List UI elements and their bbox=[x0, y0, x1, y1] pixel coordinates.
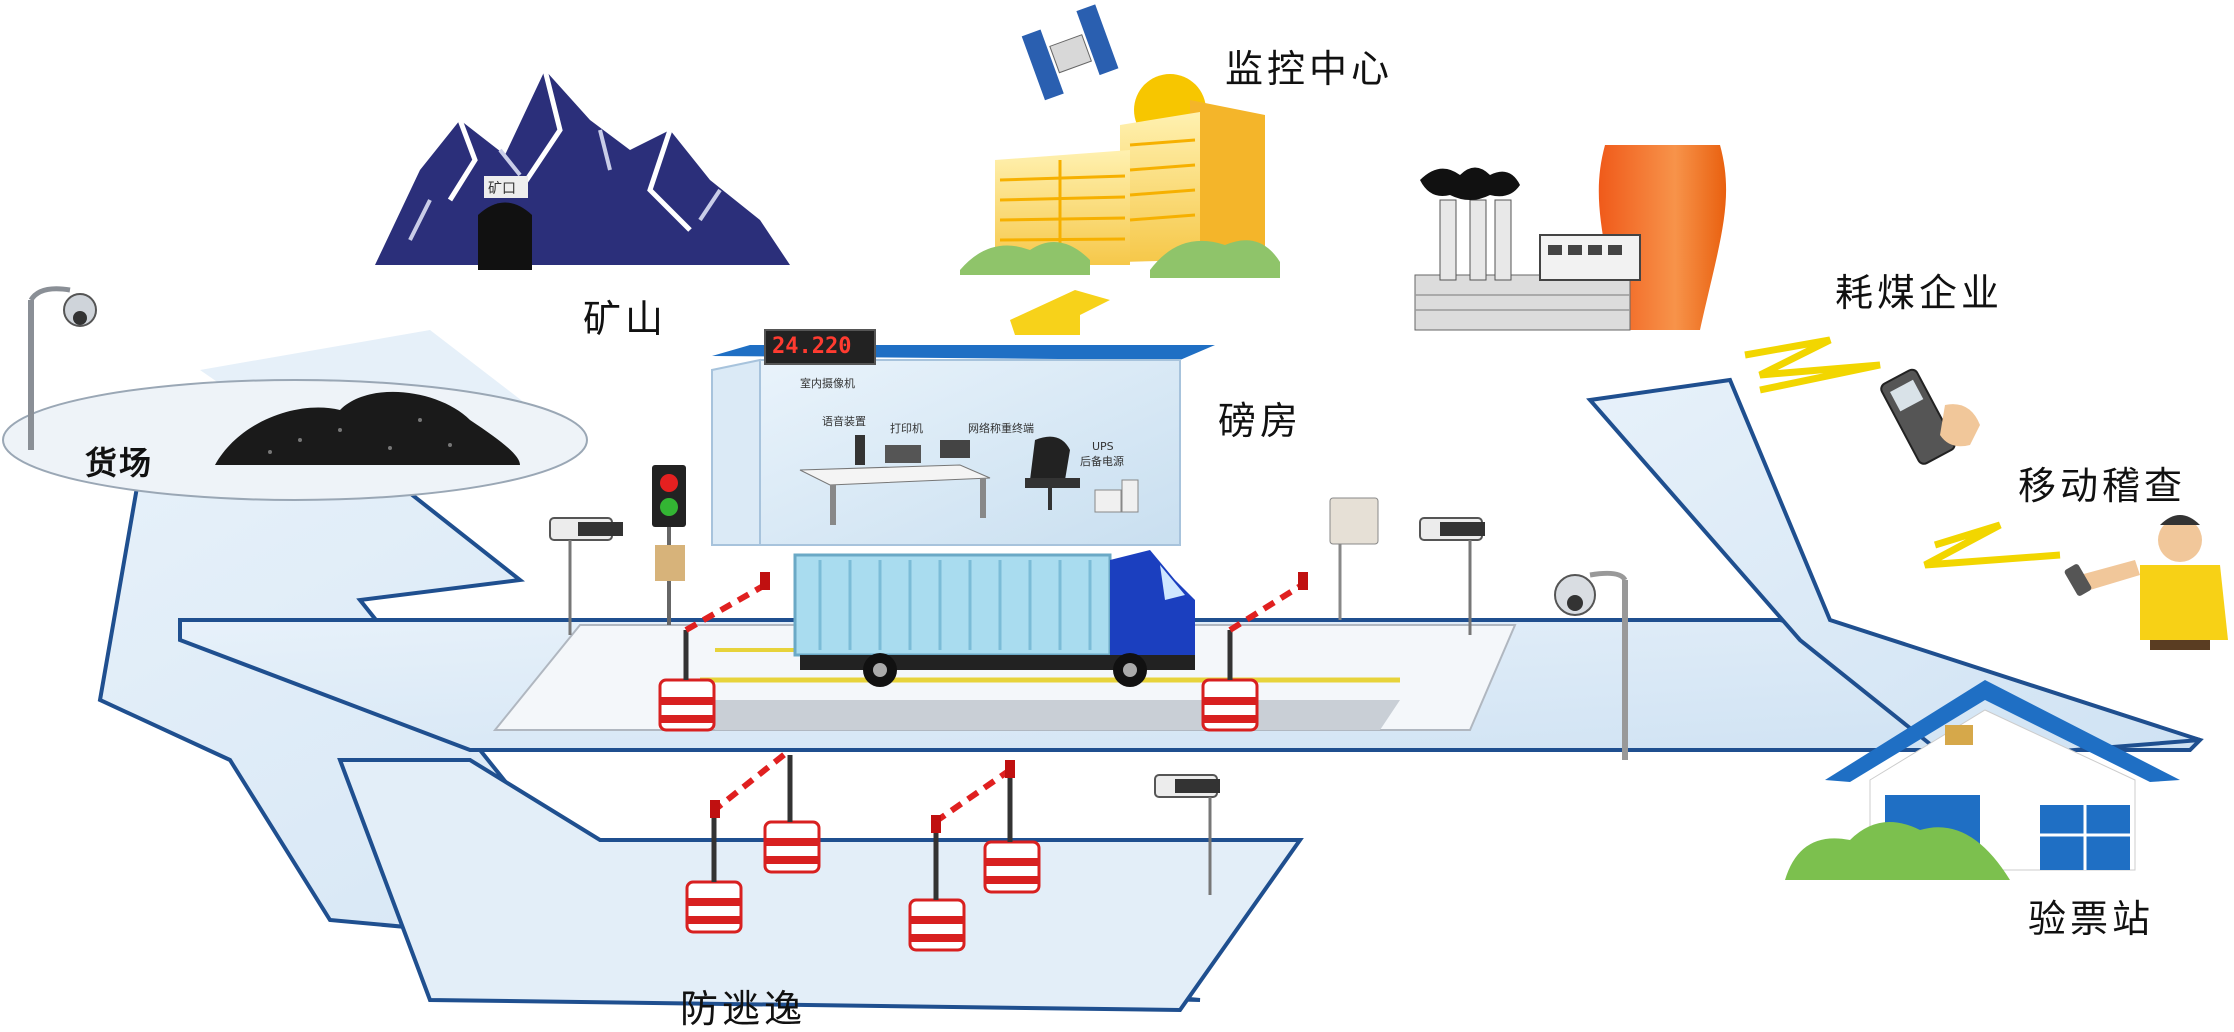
indoor-camera-label: 室内摄像机 bbox=[800, 377, 855, 390]
label-monitor-center: 监控中心 bbox=[1225, 47, 1394, 91]
camera-bottom bbox=[1154, 774, 1220, 895]
traffic-light bbox=[652, 465, 686, 625]
monitor-center-building bbox=[960, 74, 1280, 335]
handheld-device-icon bbox=[1744, 336, 1980, 465]
label-weigh-house: 磅房 bbox=[1218, 399, 1303, 443]
camera-right bbox=[1419, 517, 1485, 635]
truck bbox=[793, 550, 1195, 687]
label-mine: 矿山 bbox=[583, 297, 668, 341]
label-coal-enterprise: 耗煤企业 bbox=[1835, 271, 2004, 315]
card-reader bbox=[1329, 497, 1379, 620]
label-mobile-check: 移动稽查 bbox=[2018, 464, 2187, 508]
terminal-label: 网络称重终端 bbox=[968, 422, 1034, 435]
coal-enterprise-factory bbox=[1414, 145, 1727, 331]
label-yard: 货场 bbox=[85, 444, 154, 482]
ticket-station-house bbox=[1785, 680, 2180, 880]
camera-left bbox=[549, 517, 623, 635]
mine-portal-sign: 矿口 bbox=[488, 181, 516, 197]
dome-camera-lamp bbox=[1554, 570, 1628, 760]
ups-sub-label: 后备电源 bbox=[1080, 455, 1124, 468]
satellite-icon bbox=[1019, 1, 1122, 103]
inspector-person-icon bbox=[1923, 515, 2228, 650]
ups-label: UPS bbox=[1092, 440, 1114, 453]
printer-label: 打印机 bbox=[890, 422, 923, 435]
yard-area bbox=[2, 379, 588, 501]
voice-device-label: 语音装置 bbox=[822, 415, 866, 428]
mine-mountain bbox=[375, 69, 790, 270]
label-anti-escape: 防逃逸 bbox=[680, 987, 807, 1031]
weight-display: 24.220 bbox=[772, 334, 852, 359]
street-lamp-left bbox=[28, 286, 97, 450]
label-ticket-station: 验票站 bbox=[2028, 897, 2155, 941]
weigh-house bbox=[711, 329, 1215, 546]
barrier-gates bbox=[658, 572, 1308, 952]
